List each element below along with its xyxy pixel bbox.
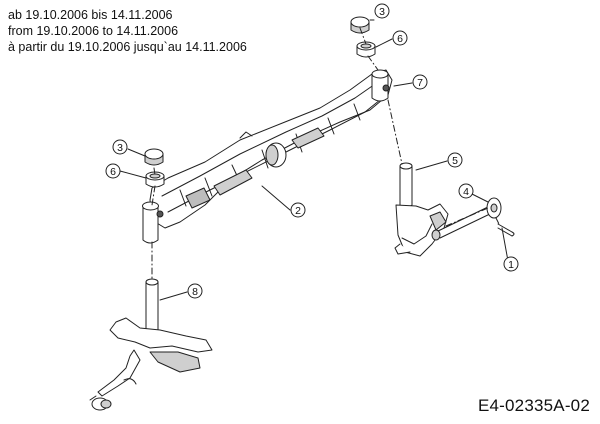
date-range-german: ab 19.10.2006 bis 14.11.2006 [8,8,173,22]
callout-label: 1 [508,259,514,271]
callout-label: 5 [452,155,458,167]
cap-part-top [350,16,370,34]
callout-label: 4 [463,186,469,198]
callout-label: 3 [117,142,123,154]
bushing-part-top [356,41,376,58]
diagram-reference-code: E4-02335A-02 [477,396,590,415]
callout-label: 8 [192,286,198,298]
callout-8: 8 [187,283,203,299]
spindle-right-part [394,162,495,257]
callout-5: 5 [447,152,463,168]
callout-2: 2 [290,202,306,218]
date-range-french: à partir du 19.10.2006 jusqu`au 14.11.20… [8,40,247,54]
callout-label: 6 [397,33,403,45]
callout-3-left: 3 [112,139,128,155]
cap-part-left [144,148,164,166]
date-range-english: from 19.10.2006 to 14.11.2006 [8,24,179,38]
spindle-left-part [89,278,213,411]
callout-6-top: 6 [392,30,408,46]
callout-4: 4 [458,183,474,199]
callout-6-left: 6 [105,163,121,179]
callout-label: 3 [379,6,385,18]
callout-1: 1 [503,256,519,272]
washer-part [486,197,502,219]
date-range-text: ab 19.10.2006 bis 14.11.2006 from 19.10.… [8,7,247,55]
cotter-pin-part [497,223,515,237]
callout-3-top: 3 [374,3,390,19]
callout-leaders [119,19,509,301]
callout-label: 2 [295,205,301,217]
callout-7: 7 [412,74,428,90]
axle-beam-part [142,69,393,244]
callout-label: 7 [417,77,423,89]
assembly-center-lines [151,27,501,281]
callout-label: 6 [110,166,116,178]
